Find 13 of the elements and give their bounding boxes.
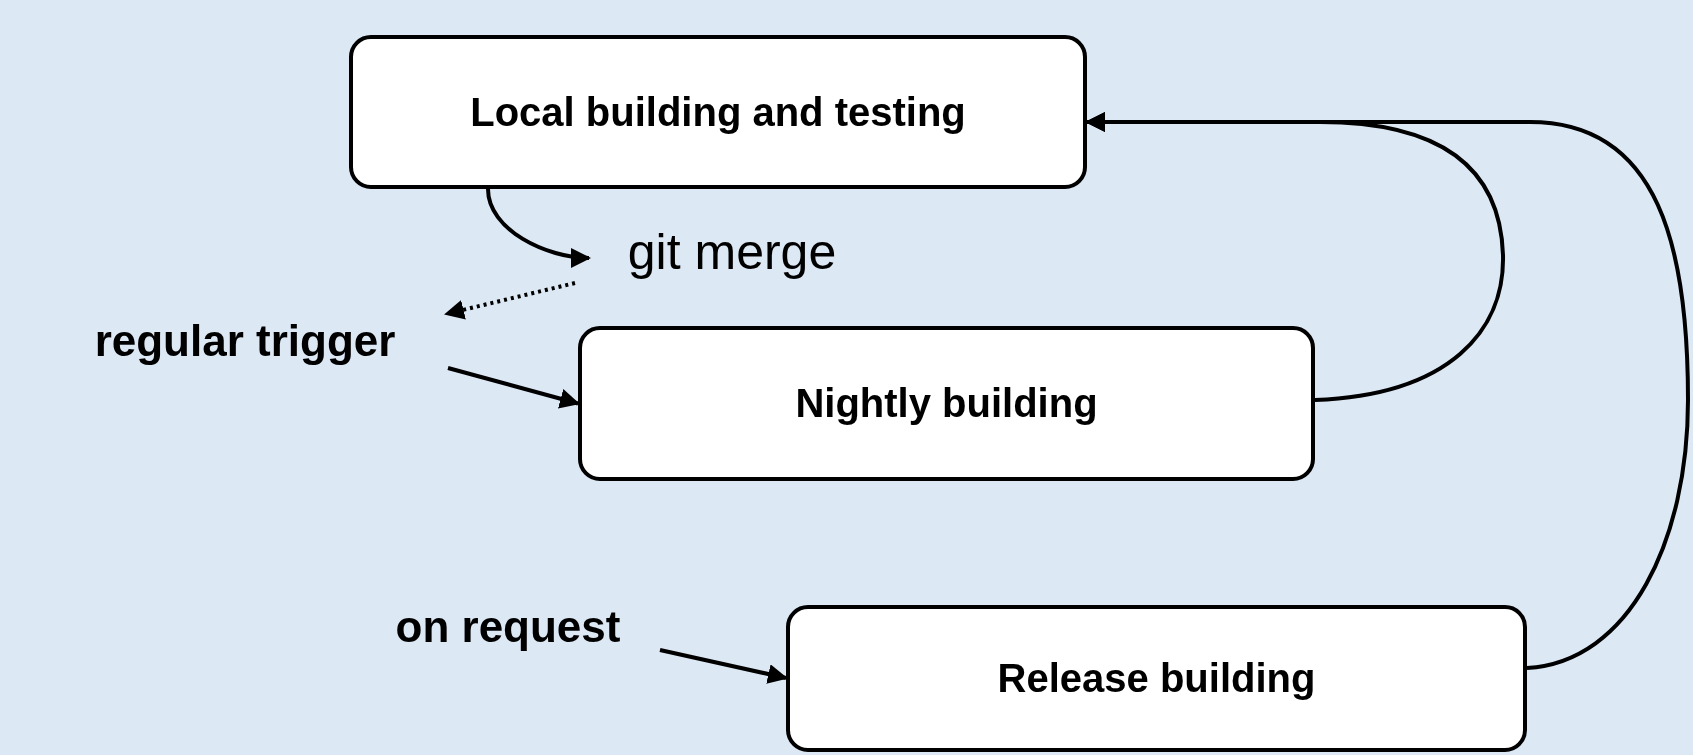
arrow (486, 188, 591, 268)
arrow (447, 366, 580, 409)
step-text: git merge (627, 223, 837, 281)
arrow (444, 281, 576, 320)
box-label: Nightly building (795, 381, 1098, 426)
process-box (786, 605, 1527, 752)
box-label: Release building (997, 656, 1316, 701)
process-box (349, 35, 1087, 189)
arrow (659, 648, 788, 684)
box-label: Local building and testing (470, 89, 966, 135)
trigger-text: regular trigger (94, 316, 396, 366)
process-box (578, 326, 1315, 481)
trigger-text: on request (395, 602, 621, 652)
